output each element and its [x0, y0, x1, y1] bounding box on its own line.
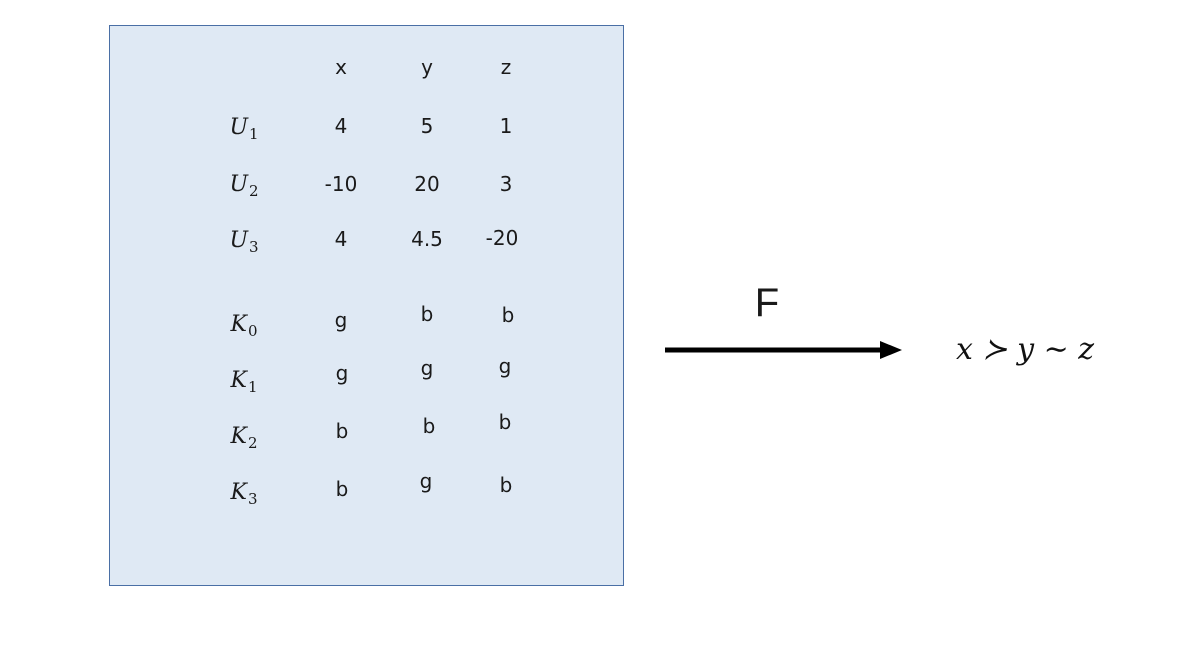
table-cell: 3 [499, 172, 513, 196]
row-label-k0: K0 [230, 312, 258, 339]
row-symbol: K [230, 368, 247, 393]
row-subscript: 1 [249, 125, 259, 143]
table-cell: -20 [485, 226, 519, 250]
row-symbol: U [229, 228, 248, 253]
table-panel [109, 25, 624, 586]
row-label-u2: U2 [229, 172, 258, 199]
table-cell: 1 [499, 114, 513, 138]
row-symbol: U [229, 172, 248, 197]
table-cell: b [499, 473, 513, 497]
row-label-u3: U3 [229, 228, 258, 255]
arrow-label: F [754, 281, 780, 325]
row-label-k2: K2 [230, 424, 258, 451]
column-header-y: y [421, 55, 433, 79]
table-cell: b [498, 410, 512, 434]
row-subscript: 0 [247, 322, 258, 340]
column-header-z: z [500, 55, 512, 79]
row-symbol: K [230, 424, 247, 449]
row-label-u1: U1 [229, 115, 258, 142]
table-cell: b [501, 303, 515, 327]
table-cell: 20 [414, 172, 440, 196]
table-cell: b [335, 419, 349, 443]
table-cell: 4.5 [411, 227, 443, 251]
row-symbol: K [230, 480, 247, 505]
row-subscript: 1 [247, 378, 258, 396]
row-symbol: U [229, 115, 248, 140]
row-subscript: 2 [249, 182, 259, 200]
preference-result: x ≻ y ∼ z [955, 332, 1095, 367]
table-cell: b [420, 302, 434, 326]
row-symbol: K [230, 312, 247, 337]
table-cell: b [335, 477, 349, 501]
arrow-head [880, 341, 902, 359]
row-subscript: 3 [249, 238, 259, 256]
table-cell: b [422, 414, 436, 438]
table-cell: -10 [324, 172, 358, 196]
table-cell: g [419, 469, 433, 493]
table-cell: 5 [420, 114, 434, 138]
table-cell: g [334, 308, 348, 332]
row-label-k3: K3 [230, 480, 258, 507]
right-arrow-icon [665, 341, 902, 359]
row-label-k1: K1 [230, 368, 258, 395]
table-cell: g [498, 354, 512, 378]
table-cell: 4 [334, 227, 348, 251]
row-subscript: 3 [247, 490, 258, 508]
column-header-x: x [335, 55, 347, 79]
table-cell: g [335, 361, 349, 385]
table-cell: g [420, 356, 434, 380]
row-subscript: 2 [247, 434, 258, 452]
table-cell: 4 [334, 114, 348, 138]
